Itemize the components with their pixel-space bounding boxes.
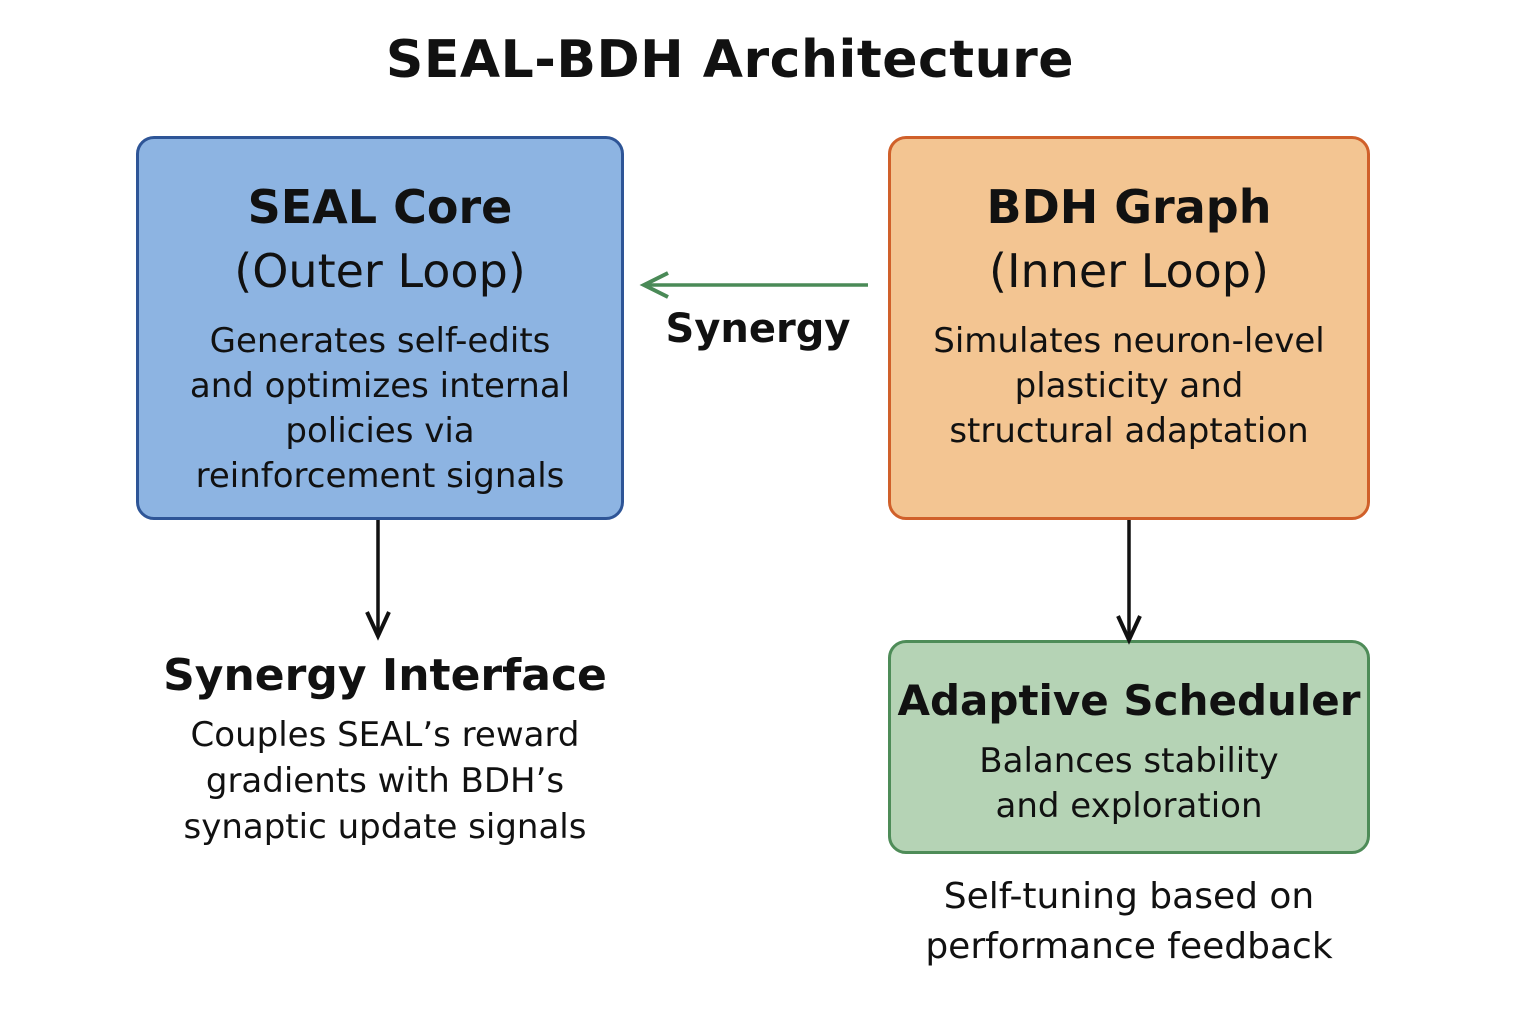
diagram-title: SEAL-BDH Architecture	[385, 30, 1075, 90]
bdh-graph-title: BDH Graph (Inner Loop)	[891, 175, 1367, 303]
bdh-graph-desc-line: plasticity and	[1014, 366, 1244, 406]
adaptive-scheduler-box: Adaptive Scheduler Balances stability an…	[888, 640, 1370, 854]
seal-core-desc-line: Generates self-edits	[209, 321, 551, 361]
synergy-interface-block: Synergy Interface Couples SEAL’s reward …	[130, 648, 640, 850]
adaptive-scheduler-desc-line: and exploration	[995, 786, 1263, 826]
adaptive-scheduler-desc-line: Balances stability	[979, 741, 1279, 781]
scheduler-note-line: performance feedback	[925, 926, 1333, 967]
seal-core-description: Generates self-edits and optimizes inter…	[139, 319, 621, 499]
synergy-interface-description: Couples SEAL’s reward gradients with BDH…	[130, 712, 640, 850]
adaptive-scheduler-description: Balances stability and exploration	[891, 739, 1367, 829]
scheduler-note-line: Self-tuning based on	[943, 876, 1315, 917]
synergy-label: Synergy	[665, 306, 851, 352]
seal-core-desc-line: and optimizes internal	[189, 366, 571, 406]
seal-to-interface-arrow-head	[365, 611, 391, 641]
bdh-to-scheduler-arrow-head	[1116, 615, 1142, 645]
bdh-graph-desc-line: Simulates neuron-level	[933, 321, 1325, 361]
bdh-graph-description: Simulates neuron-level plasticity and st…	[891, 319, 1367, 454]
synergy-interface-desc-line: gradients with BDH’s	[205, 761, 565, 801]
bdh-to-scheduler-arrow	[1116, 520, 1142, 645]
seal-core-title-line1: SEAL Core	[247, 180, 513, 234]
synergy-interface-desc-line: synaptic update signals	[183, 807, 587, 847]
bdh-graph-title-line1: BDH Graph	[986, 180, 1272, 234]
seal-core-box: SEAL Core (Outer Loop) Generates self-ed…	[136, 136, 624, 520]
bdh-graph-title-line2: (Inner Loop)	[989, 244, 1269, 298]
synergy-interface-desc-line: Couples SEAL’s reward	[190, 715, 580, 755]
adaptive-scheduler-title: Adaptive Scheduler	[897, 676, 1361, 725]
synergy-arrow	[639, 271, 868, 299]
scheduler-note: Self-tuning based on performance feedbac…	[888, 872, 1370, 972]
bdh-graph-desc-line: structural adaptation	[949, 411, 1309, 451]
seal-to-interface-arrow	[365, 520, 391, 641]
seal-core-desc-line: policies via	[285, 411, 475, 451]
bdh-graph-box: BDH Graph (Inner Loop) Simulates neuron-…	[888, 136, 1370, 520]
seal-core-title: SEAL Core (Outer Loop)	[139, 175, 621, 303]
seal-core-title-line2: (Outer Loop)	[234, 244, 526, 298]
seal-core-desc-line: reinforcement signals	[195, 456, 565, 496]
synergy-interface-title: Synergy Interface	[163, 650, 607, 701]
synergy-arrow-head	[639, 271, 669, 299]
